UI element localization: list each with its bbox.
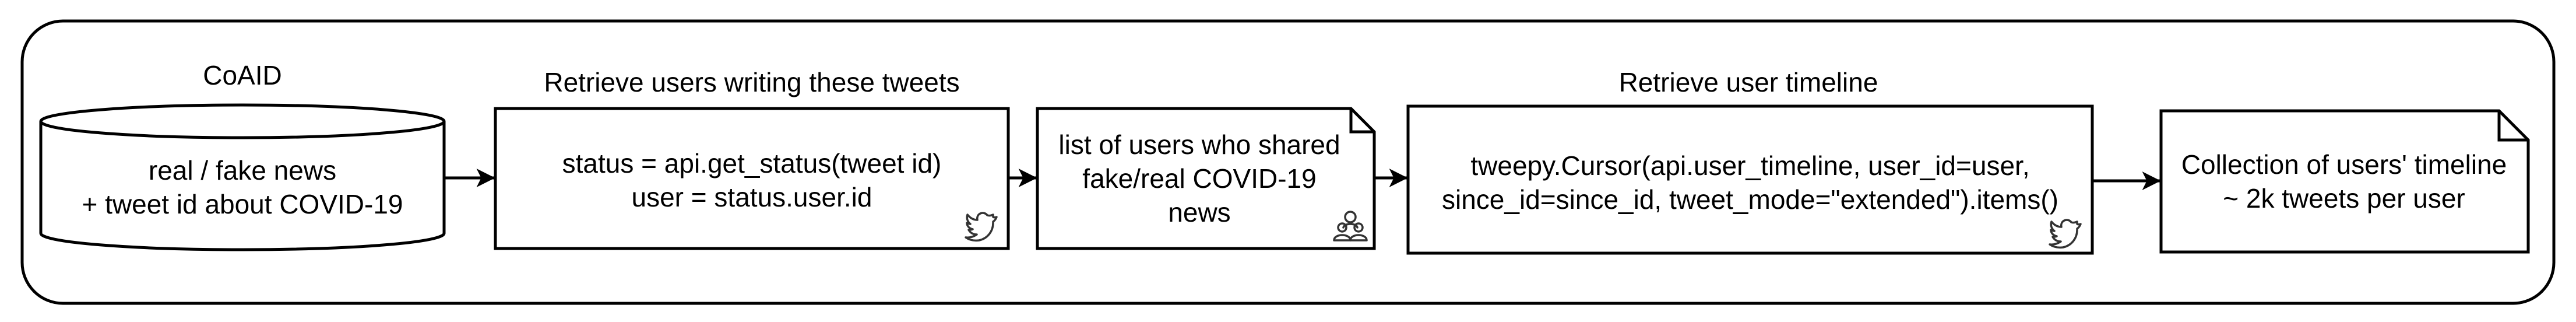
twitter-bird-icon [965,212,998,242]
collection-line-2: ~ 2k tweets per user [2223,183,2465,214]
user-list-line-3: news [1168,197,1230,228]
user-list-line-1: list of users who shared [1058,130,1340,160]
source-database-node: real / fake news + tweet id about COVID-… [39,103,446,251]
get-status-line-2: user = status.user.id [632,182,872,212]
header-retrieve-users: Retrieve users writing these tweets [544,67,959,97]
users-group-icon [1333,211,1368,242]
cursor-line-2: since_id=since_id, tweet_mode="extended"… [1442,184,2058,215]
header-coaid: CoAID [203,60,281,90]
collection-node: Collection of users' timeline ~ 2k tweet… [2159,109,2530,254]
cursor-node: tweepy.Cursor(api.user_timeline, user_id… [1406,104,2094,255]
source-db-line-1: real / fake news [149,155,336,186]
get-status-line-1: status = api.get_status(tweet id) [562,148,942,178]
twitter-bird-icon [2049,219,2082,249]
collection-line-1: Collection of users' timeline [2181,149,2507,180]
get-status-node: status = api.get_status(tweet id) user =… [494,107,1010,250]
user-list-line-2: fake/real COVID-19 [1082,163,1316,194]
user-list-node: list of users who shared fake/real COVID… [1036,107,1376,250]
source-db-line-2: + tweet id about COVID-19 [82,189,403,219]
cursor-line-1: tweepy.Cursor(api.user_timeline, user_id… [1470,150,2029,181]
header-retrieve-timeline: Retrieve user timeline [1619,67,1878,97]
